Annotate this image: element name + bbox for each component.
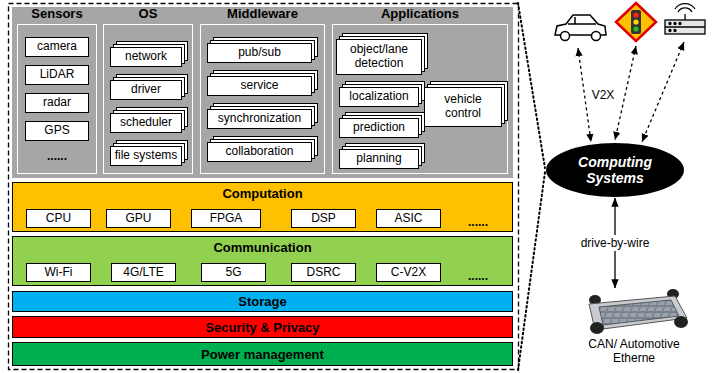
roadside-unit-icon bbox=[665, 4, 705, 34]
v2x-link bbox=[578, 42, 684, 142]
node-text: CAN/ Automotive Etherne bbox=[575, 338, 693, 366]
node-text: Security & Privacy bbox=[205, 320, 319, 335]
hardware-box: ASIC bbox=[376, 209, 441, 228]
node-text: GPS bbox=[44, 124, 69, 138]
node-text: object/lane detection bbox=[337, 43, 421, 71]
sensor-box: LiDAR bbox=[25, 65, 89, 85]
node-text: Computing Systems bbox=[565, 154, 665, 186]
traffic-light-icon bbox=[616, 3, 656, 41]
node-text: ASIC bbox=[394, 212, 422, 226]
application-box: prediction bbox=[339, 118, 419, 138]
middleware-box: pub/sub bbox=[207, 43, 312, 63]
software-panel bbox=[12, 7, 513, 178]
node-text: DSRC bbox=[306, 266, 340, 280]
battery-pack bbox=[599, 300, 679, 325]
application-box: vehicle control bbox=[424, 87, 502, 127]
hardware-box: CPU bbox=[26, 209, 91, 228]
hardware-box: FPGA bbox=[191, 209, 261, 228]
node-text: Computation bbox=[222, 186, 302, 201]
hardware-box: GPU bbox=[106, 209, 171, 228]
application-box: localization bbox=[339, 87, 419, 107]
sensor-box: GPS bbox=[25, 121, 89, 141]
storage-band: Storage bbox=[12, 291, 513, 312]
node-text: network bbox=[125, 50, 167, 64]
communication-band: CommunicationWi-Fi 4G/LTE 5G DSRC C-V2X bbox=[12, 236, 513, 286]
node-text: file systems bbox=[115, 149, 178, 163]
ellipsis-label: ...... bbox=[47, 149, 67, 163]
vehicle-chassis: CAN/ Automotive Etherne bbox=[575, 288, 693, 366]
link-box: DSRC bbox=[291, 263, 356, 282]
node-text: pub/sub bbox=[238, 46, 281, 60]
sensor-box: camera bbox=[25, 37, 89, 57]
node-text: localization bbox=[349, 90, 408, 104]
power-band: Power management bbox=[12, 342, 513, 366]
edge-label: drive-by-wire bbox=[578, 235, 653, 251]
zoom-line bbox=[518, 3, 545, 168]
application-box: planning bbox=[339, 149, 419, 169]
node-text: service bbox=[240, 79, 278, 93]
node-text: FPGA bbox=[210, 212, 243, 226]
link-box: 4G/LTE bbox=[111, 263, 176, 282]
middleware-box: synchronization bbox=[207, 109, 312, 129]
node-text: DSP bbox=[311, 212, 336, 226]
node-text: vehicle control bbox=[425, 93, 501, 121]
wheel bbox=[674, 316, 688, 328]
node-text: radar bbox=[43, 96, 71, 110]
os-column: OSnetworkdriverschedulerfile systems bbox=[103, 24, 193, 174]
node-text: driver bbox=[131, 83, 161, 97]
chassis-picture bbox=[575, 288, 693, 336]
security-band: Security & Privacy bbox=[12, 316, 513, 338]
wheel bbox=[590, 322, 604, 334]
hardware-box: DSP bbox=[291, 209, 356, 228]
application-column: Applicationsobject/lane detectionlocaliz… bbox=[332, 24, 508, 174]
ellipsis-label: ...... bbox=[468, 215, 488, 229]
os-box: driver bbox=[110, 80, 182, 100]
node-text: Power management bbox=[201, 347, 324, 362]
os-box: scheduler bbox=[110, 113, 182, 133]
node-text: C-V2X bbox=[391, 266, 426, 280]
v2x-label: V2X bbox=[592, 88, 615, 102]
node-text: 4G/LTE bbox=[123, 266, 163, 280]
node-text: Wi-Fi bbox=[45, 266, 73, 280]
node-text: GPU bbox=[125, 212, 151, 226]
link-box: 5G bbox=[201, 263, 266, 282]
ellipsis-label: ...... bbox=[468, 269, 488, 283]
ellipse-shape bbox=[546, 143, 684, 197]
computing-ellipse: Computing Systems bbox=[545, 142, 685, 198]
column-heading: Sensors bbox=[0, 6, 116, 21]
application-box: object/lane detection bbox=[336, 39, 422, 75]
chassis-frame bbox=[589, 296, 687, 330]
link-box: C-V2X bbox=[376, 263, 441, 282]
os-box: network bbox=[110, 47, 182, 67]
column-heading: Applications bbox=[313, 6, 527, 21]
node-text: prediction bbox=[353, 121, 405, 135]
middleware-box: service bbox=[207, 76, 312, 96]
middleware-column: Middlewarepub/subservicesynchronizationc… bbox=[200, 24, 325, 174]
computation-band: ComputationCPU GPU FPGA DSP ASIC bbox=[12, 182, 513, 232]
middleware-box: collaboration bbox=[207, 142, 312, 162]
node-text: LiDAR bbox=[40, 68, 75, 82]
node-text: synchronization bbox=[218, 112, 301, 126]
node-text: collaboration bbox=[225, 145, 293, 159]
link-box: Wi-Fi bbox=[26, 263, 91, 282]
column-heading: OS bbox=[84, 6, 212, 21]
node-text: Storage bbox=[238, 294, 286, 309]
column-heading: Middleware bbox=[181, 6, 344, 21]
sensor-box: radar bbox=[25, 93, 89, 113]
car-icon bbox=[555, 15, 606, 41]
os-box: file systems bbox=[110, 146, 182, 166]
node-text: CPU bbox=[46, 212, 71, 226]
node-text: camera bbox=[37, 40, 77, 54]
node-text: scheduler bbox=[120, 116, 172, 130]
node-text: 5G bbox=[225, 266, 241, 280]
node-text: planning bbox=[356, 152, 401, 166]
zoom-line bbox=[518, 172, 545, 370]
node-text: Communication bbox=[213, 240, 311, 255]
system-boundary bbox=[9, 4, 519, 370]
